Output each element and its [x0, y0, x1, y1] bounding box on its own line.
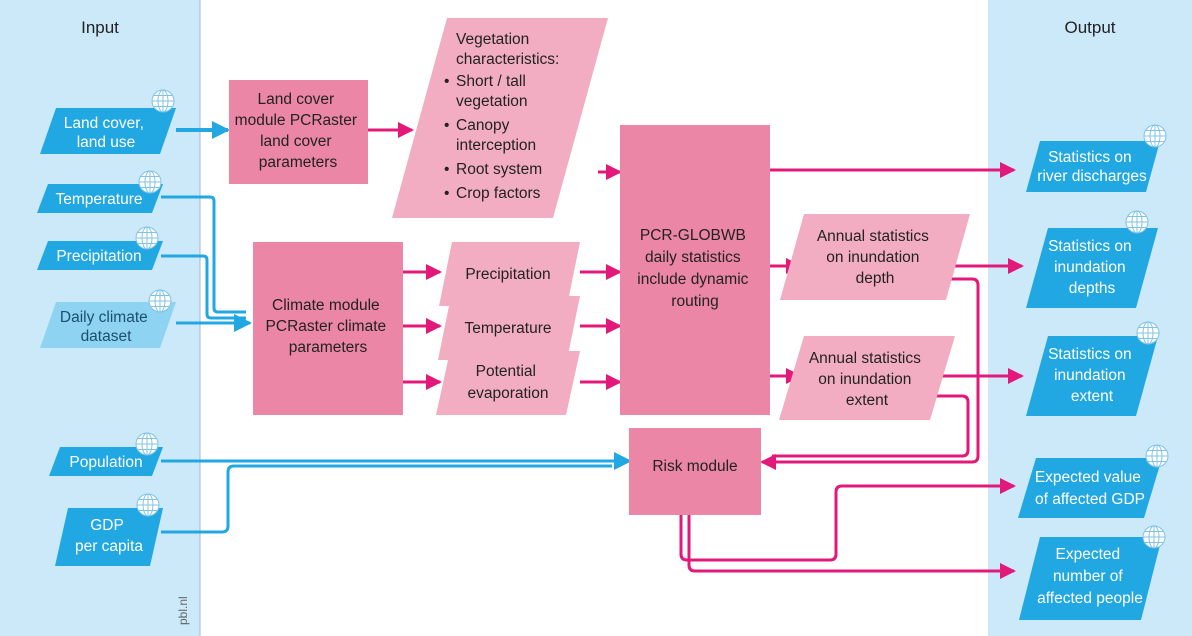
globe-icon [148, 289, 172, 313]
risk-module: Risk module [629, 428, 761, 515]
pcr-globwb-module: PCR-GLOBWB daily statistics include dyna… [620, 125, 770, 415]
arrow-risk-to-expected-people [687, 515, 1016, 579]
vegetation-characteristics: Vegetation characteristics: • Short / ta… [392, 18, 608, 218]
input-population: Population [49, 432, 163, 476]
globe-icon [135, 432, 159, 456]
output-inundation-extent-label: Statistics on inundation extent [1048, 346, 1136, 405]
annual-depth-label: Annual statistics on inundation depth [817, 228, 933, 287]
input-daily-climate: Daily climate dataset [40, 289, 176, 348]
input-temperature: Temperature [37, 170, 163, 213]
globe-icon [1125, 210, 1149, 234]
output-inundation-extent: Statistics on inundation extent [1026, 321, 1160, 416]
globe-icon [135, 226, 159, 250]
pbl-credit: pbl.nl [176, 596, 190, 625]
globe-icon [1143, 124, 1167, 148]
output-expected-people: Expected number of affected people [1019, 525, 1166, 620]
intermediate-temperature: Temperature [438, 296, 580, 360]
output-inundation-depths-label: Statistics on inundation depths [1048, 238, 1136, 297]
input-daily-climate-label: Daily climate dataset [60, 309, 152, 345]
annual-statistics-depth: Annual statistics on inundation depth [780, 214, 970, 300]
globe-icon [1142, 525, 1166, 549]
arrow-extent-to-risk [772, 394, 970, 458]
land-cover-module-label: Land cover module PCRaster land cover pa… [235, 91, 362, 171]
intermediate-precipitation: Precipitation [439, 242, 580, 306]
globe-icon [151, 89, 175, 113]
vegetation-label: Vegetation characteristics: • Short / ta… [444, 31, 564, 202]
input-precipitation: Precipitation [37, 226, 163, 270]
intermediate-temperature-label: Temperature [464, 320, 551, 337]
climate-module: Climate module PCRaster climate paramete… [253, 242, 403, 415]
globe-icon [1136, 321, 1160, 345]
risk-module-label: Risk module [652, 458, 737, 475]
output-expected-people-label: Expected number of affected people [1037, 546, 1143, 607]
pcr-globwb-label: PCR-GLOBWB daily statistics include dyna… [637, 227, 752, 310]
globe-icon [1145, 444, 1169, 468]
input-panel-title: Input [81, 18, 119, 37]
intermediate-evaporation-label: Potential evaporation [467, 363, 548, 402]
input-gdp-label: GDP per capita [75, 517, 143, 555]
intermediate-potential-evaporation: Potential evaporation [436, 351, 580, 415]
output-panel-title: Output [1064, 18, 1115, 37]
land-cover-module: Land cover module PCRaster land cover pa… [229, 80, 368, 184]
climate-module-label: Climate module PCRaster climate paramete… [266, 297, 391, 356]
input-temperature-label: Temperature [55, 191, 142, 208]
output-river-discharges-label: Statistics on river discharges [1037, 149, 1147, 185]
arrow-risk-to-expected-gdp [679, 478, 1016, 562]
input-population-label: Population [69, 454, 142, 471]
annual-statistics-extent: Annual statistics on inundation extent [779, 336, 955, 420]
globe-icon [136, 493, 160, 517]
input-land-cover: Land cover, land use [40, 89, 176, 154]
input-land-cover-label: Land cover, land use [64, 115, 148, 151]
output-expected-gdp-label: Expected value of affected GDP [1035, 469, 1145, 508]
arrow-depth-to-risk [760, 277, 980, 470]
arrow-gdp-to-risk [161, 464, 612, 534]
output-expected-gdp: Expected value of affected GDP [1018, 444, 1169, 518]
annual-extent-label: Annual statistics on inundation extent [809, 350, 925, 409]
arrow-precipitation-to-climate [161, 254, 246, 320]
input-precipitation-label: Precipitation [56, 248, 141, 265]
intermediate-precipitation-label: Precipitation [465, 266, 550, 283]
output-inundation-depths: Statistics on inundation depths [1026, 210, 1158, 308]
input-gdp: GDP per capita [55, 493, 163, 566]
arrow-temperature-to-climate [161, 195, 246, 314]
globe-icon [138, 170, 162, 194]
output-river-discharges: Statistics on river discharges [1026, 124, 1167, 192]
